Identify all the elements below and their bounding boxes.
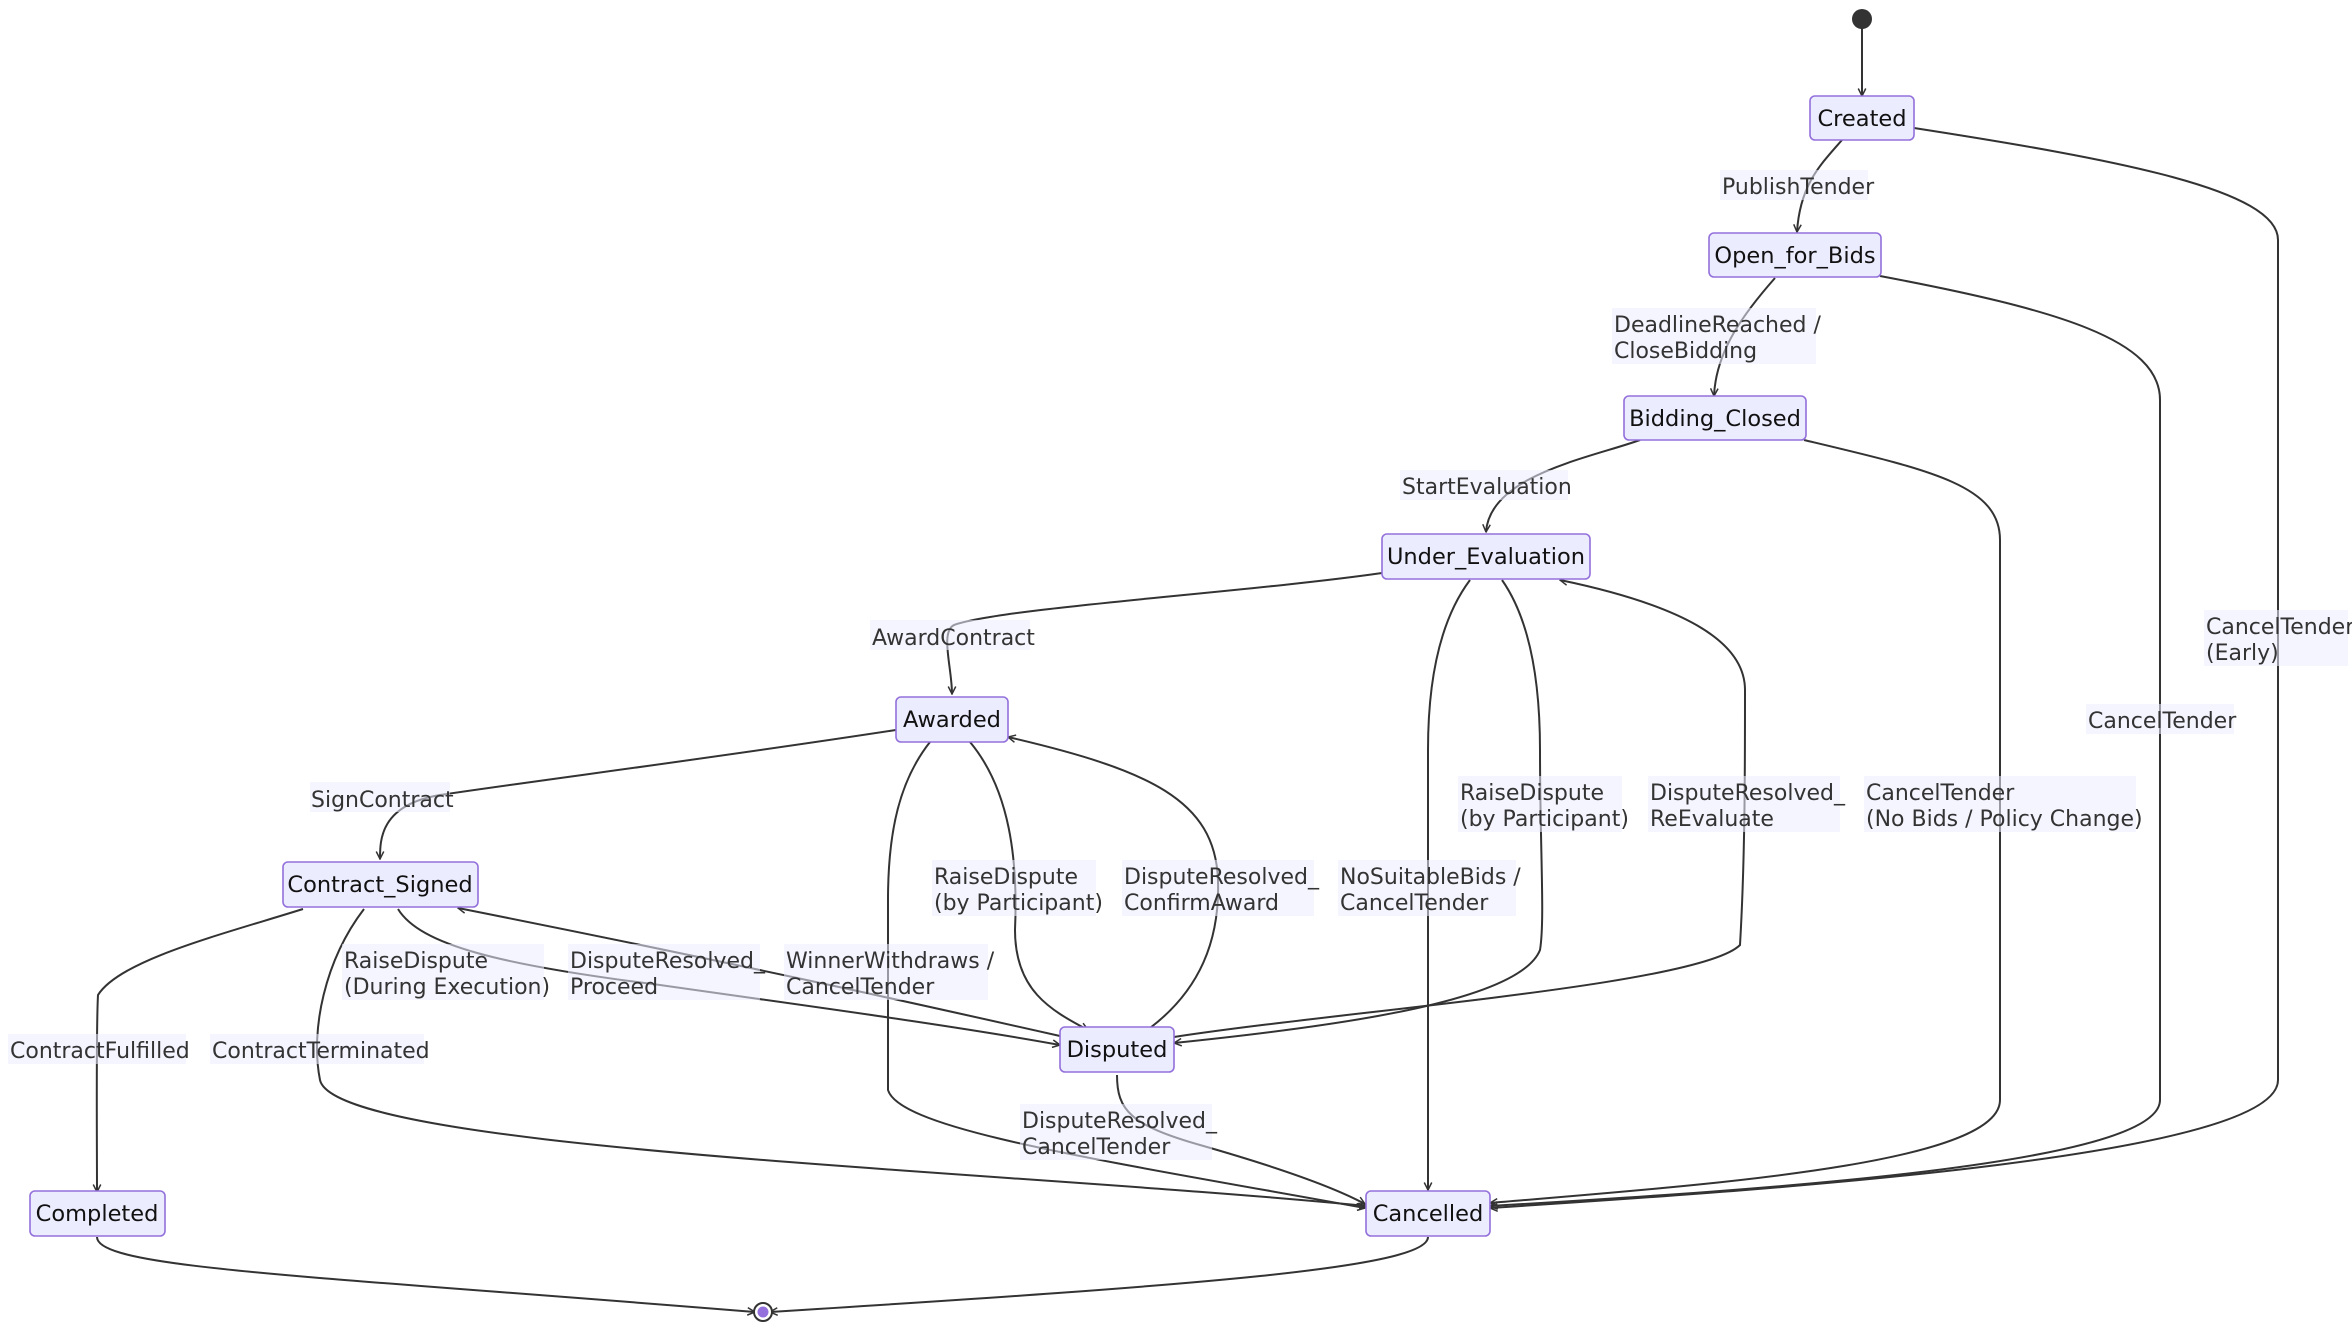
label-raise-dispute-execution: RaiseDispute (During Execution) bbox=[342, 944, 550, 1000]
state-contract-signed[interactable]: Contract_Signed bbox=[282, 861, 479, 908]
svg-text:Awarded: Awarded bbox=[903, 707, 1001, 733]
state-cancelled[interactable]: Cancelled bbox=[1365, 1190, 1491, 1237]
svg-text:Under_Evaluation: Under_Evaluation bbox=[1387, 544, 1585, 570]
svg-text:CancelTender: CancelTender bbox=[2206, 615, 2352, 640]
svg-text:StartEvaluation: StartEvaluation bbox=[1402, 475, 1572, 500]
label-start-evaluation: StartEvaluation bbox=[1400, 470, 1572, 500]
svg-text:CancelTender: CancelTender bbox=[1866, 781, 2015, 806]
svg-text:Open_for_Bids: Open_for_Bids bbox=[1714, 243, 1875, 269]
svg-text:WinnerWithdraws /: WinnerWithdraws / bbox=[786, 949, 995, 974]
label-contract-terminated: ContractTerminated bbox=[210, 1034, 430, 1064]
svg-text:DisputeResolved_: DisputeResolved_ bbox=[1022, 1109, 1218, 1134]
label-raise-dispute-evaluation: RaiseDispute (by Participant) bbox=[1458, 776, 1629, 832]
label-dispute-resolved-cancel: DisputeResolved_ CancelTender bbox=[1020, 1104, 1218, 1160]
edge-cancel-tender-open bbox=[1490, 275, 2162, 1206]
svg-text:Contract_Signed: Contract_Signed bbox=[287, 872, 472, 898]
svg-text:NoSuitableBids /: NoSuitableBids / bbox=[1340, 865, 1521, 890]
svg-text:CancelTender: CancelTender bbox=[2088, 709, 2237, 734]
svg-text:DisputeResolved_: DisputeResolved_ bbox=[1124, 865, 1320, 890]
svg-text:Cancelled: Cancelled bbox=[1373, 1201, 1484, 1227]
svg-text:CancelTender: CancelTender bbox=[1022, 1135, 1171, 1160]
svg-text:ContractFulfilled: ContractFulfilled bbox=[10, 1039, 190, 1064]
state-awarded[interactable]: Awarded bbox=[895, 696, 1009, 743]
label-cancel-tender-no-bids: CancelTender (No Bids / Policy Change) bbox=[1864, 776, 2143, 832]
label-cancel-tender-open: CancelTender bbox=[2086, 704, 2237, 734]
svg-text:DeadlineReached /: DeadlineReached / bbox=[1614, 313, 1821, 338]
label-dispute-resolved-reevaluate: DisputeResolved_ ReEvaluate bbox=[1648, 776, 1846, 832]
svg-text:CancelTender: CancelTender bbox=[786, 975, 935, 1000]
svg-text:Created: Created bbox=[1817, 106, 1906, 132]
label-dispute-resolved-confirm: DisputeResolved_ ConfirmAward bbox=[1122, 860, 1320, 916]
edge-completed-end bbox=[96, 1236, 755, 1312]
label-deadline-reached: DeadlineReached / CloseBidding bbox=[1612, 308, 1821, 364]
label-publish-tender: PublishTender bbox=[1720, 170, 1875, 200]
svg-text:RaiseDispute: RaiseDispute bbox=[344, 949, 488, 974]
svg-text:SignContract: SignContract bbox=[311, 788, 454, 813]
edge-sign-contract bbox=[380, 729, 897, 859]
label-no-suitable-bids: NoSuitableBids / CancelTender bbox=[1338, 860, 1521, 916]
state-completed[interactable]: Completed bbox=[29, 1190, 166, 1237]
state-bidding-closed[interactable]: Bidding_Closed bbox=[1623, 395, 1807, 441]
label-award-contract: AwardContract bbox=[870, 620, 1035, 651]
svg-text:(Early): (Early) bbox=[2206, 641, 2279, 666]
svg-text:Bidding_Closed: Bidding_Closed bbox=[1629, 406, 1801, 432]
edge-cancel-tender-no-bids bbox=[1490, 439, 2002, 1203]
svg-text:(No Bids / Policy Change): (No Bids / Policy Change) bbox=[1866, 807, 2143, 832]
svg-text:Proceed: Proceed bbox=[570, 975, 658, 1000]
edge-no-suitable-bids bbox=[886, 741, 1365, 1208]
label-contract-fulfilled: ContractFulfilled bbox=[8, 1034, 190, 1064]
label-cancel-tender-early: CancelTender (Early) bbox=[2204, 610, 2352, 666]
svg-text:ContractTerminated: ContractTerminated bbox=[212, 1039, 430, 1064]
svg-text:DisputeResolved_: DisputeResolved_ bbox=[570, 949, 766, 974]
label-raise-dispute-awarded: RaiseDispute (by Participant) bbox=[932, 860, 1103, 916]
svg-text:(by Participant): (by Participant) bbox=[1460, 807, 1629, 832]
edge-raise-dispute-awarded bbox=[969, 741, 1088, 1031]
edge-contract-fulfilled bbox=[97, 908, 304, 1192]
state-created[interactable]: Created bbox=[1809, 95, 1915, 141]
edge-dispute-resolved-reevaluate bbox=[1173, 580, 1747, 1038]
svg-text:ReEvaluate: ReEvaluate bbox=[1650, 807, 1774, 832]
label-dispute-resolved-proceed: DisputeResolved_ Proceed bbox=[568, 944, 766, 1000]
label-sign-contract: SignContract bbox=[310, 782, 454, 813]
svg-text:(During Execution): (During Execution) bbox=[344, 975, 550, 1000]
edge-cancel-tender-early bbox=[1490, 127, 2280, 1208]
edge-contract-terminated bbox=[316, 908, 1367, 1206]
state-open-for-bids[interactable]: Open_for_Bids bbox=[1708, 232, 1882, 278]
svg-text:DisputeResolved_: DisputeResolved_ bbox=[1650, 781, 1846, 806]
edge-raise-dispute-evaluation bbox=[1174, 579, 1544, 1043]
svg-text:PublishTender: PublishTender bbox=[1722, 175, 1875, 200]
edge-evaluation-cancelled bbox=[1428, 579, 1471, 1190]
label-winner-withdraws: WinnerWithdraws / CancelTender bbox=[784, 944, 995, 1000]
svg-text:CloseBidding: CloseBidding bbox=[1614, 339, 1757, 364]
start-node bbox=[1852, 9, 1872, 29]
svg-text:Disputed: Disputed bbox=[1067, 1037, 1168, 1063]
edge-award-contract bbox=[946, 572, 1383, 694]
svg-text:Completed: Completed bbox=[36, 1201, 159, 1227]
edge-cancelled-end bbox=[770, 1236, 1429, 1312]
state-disputed[interactable]: Disputed bbox=[1059, 1026, 1175, 1073]
svg-text:RaiseDispute: RaiseDispute bbox=[934, 865, 1078, 890]
svg-text:(by Participant): (by Participant) bbox=[934, 891, 1103, 916]
svg-text:ConfirmAward: ConfirmAward bbox=[1124, 891, 1279, 916]
end-node bbox=[753, 1302, 773, 1322]
svg-text:CancelTender: CancelTender bbox=[1340, 891, 1489, 916]
svg-text:RaiseDispute: RaiseDispute bbox=[1460, 781, 1604, 806]
state-under-evaluation[interactable]: Under_Evaluation bbox=[1381, 533, 1591, 580]
svg-text:AwardContract: AwardContract bbox=[872, 626, 1035, 651]
